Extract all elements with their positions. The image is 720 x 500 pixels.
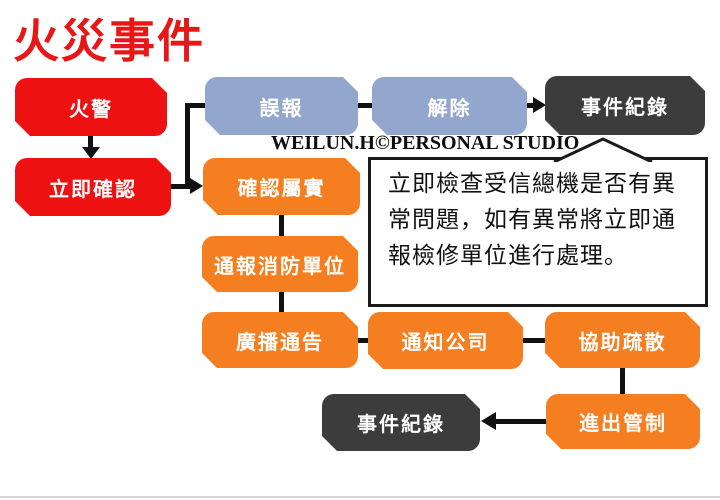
connector-confirm-branch-hline (170, 184, 191, 189)
node-false-alarm: 誤報 (205, 77, 358, 135)
connector-release-record-arrowhead-icon (533, 97, 546, 113)
connector-confirm-confirmed-arrowhead-icon (190, 178, 203, 194)
node-confirmed-real: 確認屬實 (203, 158, 360, 215)
page-title: 火災事件 (13, 14, 205, 68)
connector-entrycontrol-record-arrowhead-icon (481, 412, 496, 430)
connector-company-evacuation-line (523, 338, 545, 343)
connector-branch-to-falsealarm-line (188, 103, 205, 108)
connector-notifyfire-broadcast-line (279, 292, 284, 312)
node-broadcast-notice: 廣播通告 (202, 312, 358, 368)
callout-box: 立即檢查受信總機是否有異 常問題，如有異常將立即通 報檢修單位進行處理。 (368, 157, 708, 307)
connector-release-record-line (527, 103, 535, 108)
callout-pointer-icon (553, 137, 653, 162)
node-release: 解除 (372, 77, 527, 135)
node-incident-record-bottom: 事件紀錄 (322, 394, 480, 451)
node-immediate-confirm: 立即確認 (15, 158, 171, 216)
slide-bottom-divider (0, 496, 720, 498)
connector-branch-vline (185, 103, 190, 189)
connector-confirmed-notifyfire-line (279, 215, 284, 236)
connector-firealarm-confirm-arrowhead-icon (82, 147, 100, 159)
connector-firealarm-confirm-line (88, 136, 93, 148)
watermark-text: WEILUN.H©PERSONAL STUDIO (271, 132, 580, 154)
node-assist-evacuation: 協助疏散 (545, 312, 700, 368)
node-notify-fire-dept: 通報消防單位 (202, 236, 358, 292)
connector-entrycontrol-record-line (496, 419, 546, 424)
node-fire-alarm: 火警 (15, 78, 167, 136)
connector-evacuation-entrycontrol-line (620, 368, 625, 394)
connector-falsealarm-release-line (358, 103, 372, 108)
callout-text: 立即檢查受信總機是否有異 常問題，如有異常將立即通 報檢修單位進行處理。 (388, 171, 676, 269)
connector-broadcast-company-line (358, 338, 368, 343)
node-notify-company: 通知公司 (368, 312, 523, 369)
node-entry-exit-control: 進出管制 (546, 394, 700, 449)
node-incident-record-top: 事件紀錄 (545, 76, 705, 135)
